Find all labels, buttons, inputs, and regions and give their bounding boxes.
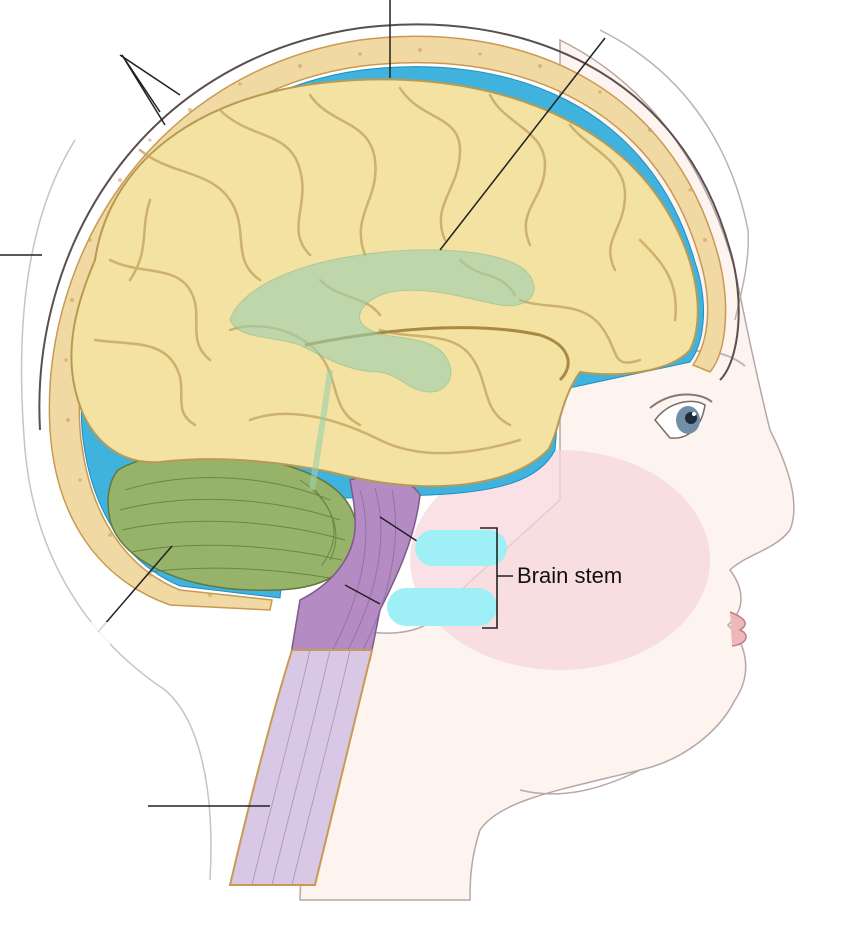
masked-label-spinal-cord xyxy=(0,792,146,820)
answer-box-upper[interactable] xyxy=(415,530,507,566)
brainstem-fibers xyxy=(329,487,396,656)
neck-contour xyxy=(519,769,641,795)
masked-label-cerebellum xyxy=(0,622,110,646)
skull-bone xyxy=(48,35,727,611)
skull-texture xyxy=(64,48,707,597)
head-outline-back xyxy=(20,139,212,881)
cerebral-aqueduct xyxy=(309,369,333,491)
ventricles xyxy=(229,249,535,393)
leader-line-midbrain-pons xyxy=(379,516,421,544)
leader-line-cerebellum xyxy=(97,545,173,633)
lips xyxy=(729,611,747,647)
cerebellum-folia xyxy=(119,477,346,579)
hairline xyxy=(599,29,750,321)
leader-lines xyxy=(0,0,606,807)
label-brain-stem: Brain stem xyxy=(517,563,622,588)
leader-line-meninges-3 xyxy=(121,54,166,126)
brain-stem-bracket xyxy=(480,527,513,629)
leader-line-corpus-callosum xyxy=(439,37,606,251)
spinal-cord-tracts xyxy=(251,649,351,886)
leader-line-medulla xyxy=(344,584,381,605)
scalp-outline xyxy=(38,23,740,431)
answer-box-lower[interactable] xyxy=(387,588,497,626)
leader-line-meninges-1 xyxy=(119,54,181,96)
